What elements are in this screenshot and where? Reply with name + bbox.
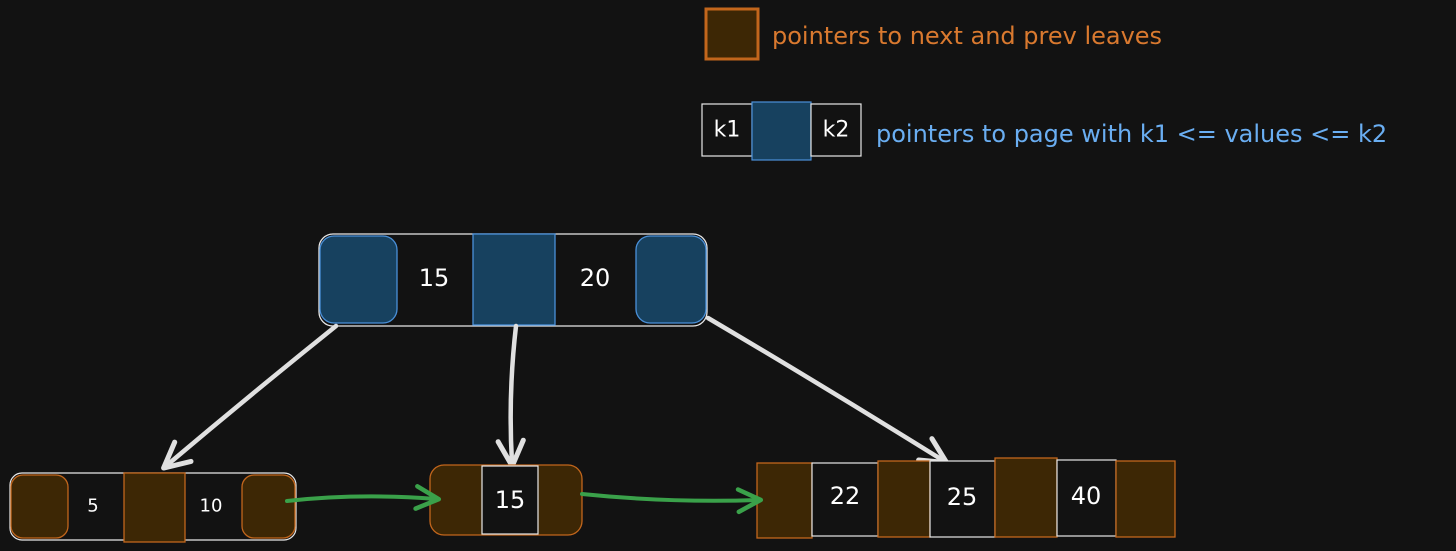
leaf-3-key-box-2 bbox=[929, 460, 996, 538]
leaf-2-key-1: 15 bbox=[495, 486, 526, 514]
leaf-3-key-box-1 bbox=[811, 462, 879, 537]
leaf-1-key-1: 5 bbox=[87, 496, 98, 517]
leaf-3-pointer-2 bbox=[877, 460, 931, 538]
leaf-1-next-pointer bbox=[241, 474, 296, 539]
legend: pointers to next and prev leaves k1 k2 p… bbox=[701, 7, 1387, 161]
leaf-1-prev-pointer bbox=[10, 474, 69, 539]
legend-key2-label: k2 bbox=[823, 118, 850, 143]
arrow-root-to-leaf-2 bbox=[495, 323, 526, 469]
arrow-root-to-leaf-1 bbox=[161, 323, 339, 471]
root-pointer-right bbox=[635, 235, 707, 324]
legend-key1-box bbox=[701, 103, 753, 157]
legend-leaf-pointer-label: pointers to next and prev leaves bbox=[772, 22, 1162, 50]
legend-key1-label: k1 bbox=[714, 118, 741, 143]
legend-key2-box bbox=[810, 103, 862, 157]
legend-page-pointer-label: pointers to page with k1 <= values <= k2 bbox=[876, 120, 1387, 148]
leaf-3-key-3: 40 bbox=[1071, 482, 1102, 510]
leaf-node-1: 5 10 bbox=[9, 472, 297, 543]
leaf-3-key-1: 22 bbox=[830, 482, 861, 510]
leaf-node-3: 22 25 40 bbox=[756, 457, 1176, 539]
leaf-3-prev-pointer bbox=[756, 462, 813, 539]
leaf-node-2: 15 bbox=[429, 464, 583, 536]
root-pointer-left bbox=[319, 235, 398, 324]
root-key-1: 15 bbox=[419, 264, 450, 292]
leaf-1-key-2: 10 bbox=[200, 496, 223, 517]
arrow-root-to-leaf-3 bbox=[705, 315, 950, 466]
child-pointer-arrows bbox=[161, 315, 950, 471]
arrow-leaf-2-to-leaf-3 bbox=[580, 487, 764, 515]
leaf-2-key-box bbox=[481, 465, 539, 535]
root-node: 15 20 bbox=[318, 233, 708, 327]
leaf-3-key-2: 25 bbox=[947, 483, 978, 511]
leaf-3-next-pointer bbox=[1115, 460, 1176, 538]
root-pointer-middle bbox=[472, 233, 556, 326]
root-key-2: 20 bbox=[580, 264, 611, 292]
leaf-3-key-box-3 bbox=[1056, 459, 1117, 537]
sibling-pointer-arrows bbox=[285, 484, 764, 515]
leaf-1-mid-pointer bbox=[123, 472, 186, 543]
legend-page-pointer-swatch bbox=[751, 101, 812, 161]
legend-leaf-pointer-swatch bbox=[704, 7, 760, 61]
arrow-leaf-1-to-leaf-2 bbox=[285, 484, 442, 511]
leaf-3-pointer-3 bbox=[994, 457, 1058, 538]
